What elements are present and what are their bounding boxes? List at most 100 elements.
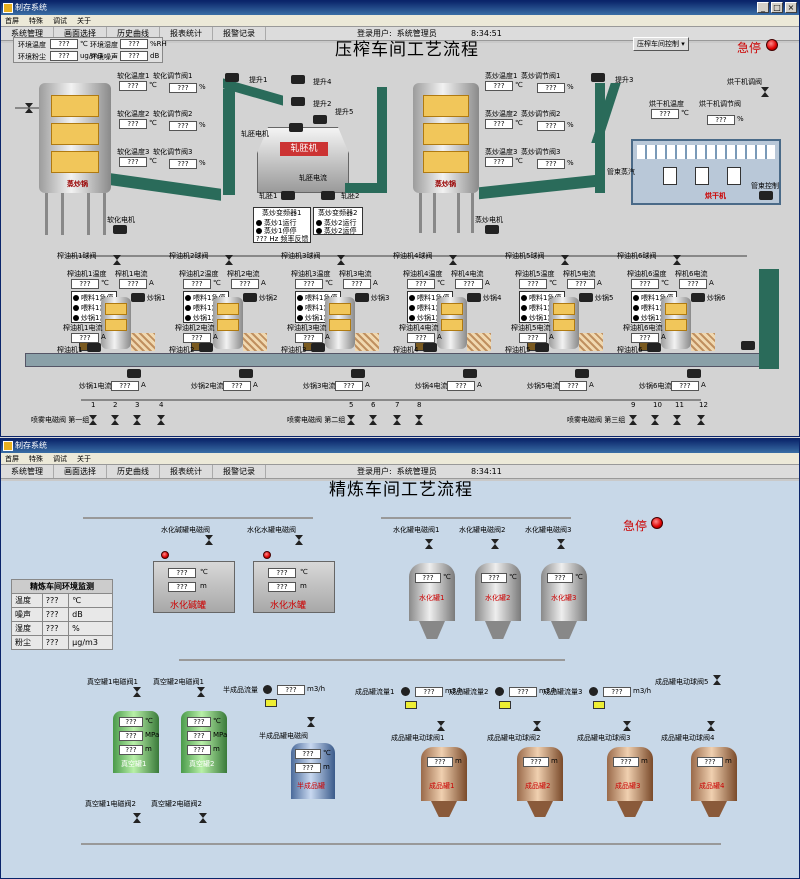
alkali-tank-label: 水化碱罐	[170, 601, 207, 611]
press-3-motor-icon[interactable]	[311, 343, 325, 352]
spray-valve-1-icon[interactable]	[89, 415, 98, 425]
alkali-valve-icon[interactable]	[205, 535, 214, 545]
nav-alarm[interactable]: 报警记录	[213, 27, 266, 40]
estop-button[interactable]	[651, 517, 663, 529]
press-4-motor-icon[interactable]	[423, 343, 437, 352]
press-2-pan-motor-icon[interactable]	[239, 369, 253, 378]
menu-item[interactable]: 调试	[53, 455, 67, 463]
vac-valve-top-2-icon[interactable]	[197, 687, 206, 697]
vac-valve-top-1-icon[interactable]	[133, 687, 142, 697]
soft-motor-icon[interactable]	[113, 225, 127, 234]
press-6-kettle-motor-icon[interactable]	[691, 293, 705, 302]
press-3-kettle-motor-icon[interactable]	[355, 293, 369, 302]
nav-alarm[interactable]: 报警记录	[213, 465, 266, 478]
nav-system[interactable]: 系统管理	[1, 27, 54, 40]
spray-group-2-text: 喷雾电磁阀 第二组	[287, 416, 346, 424]
nav-screen[interactable]: 画面选择	[54, 465, 107, 478]
press-2-ball-valve-icon[interactable]	[225, 255, 234, 265]
nav-system[interactable]: 系统管理	[1, 465, 54, 478]
spray-valve-3-icon[interactable]	[133, 415, 142, 425]
hyd-valve-1-icon[interactable]	[425, 539, 434, 549]
menu-item[interactable]: 特殊	[29, 17, 43, 25]
hyd-valve-2-icon[interactable]	[491, 539, 500, 549]
press-4-pan-motor-icon[interactable]	[463, 369, 477, 378]
nav-history[interactable]: 历史曲线	[107, 465, 160, 478]
press-1-pan-motor-icon[interactable]	[127, 369, 141, 378]
nav-history[interactable]: 历史曲线	[107, 27, 160, 40]
prod-valve-top-icon[interactable]	[713, 675, 722, 685]
prod-pump-2-icon[interactable]	[499, 701, 511, 709]
prod-valve-4-icon[interactable]	[707, 721, 716, 731]
lift-2-motor-icon[interactable]	[291, 97, 305, 106]
vac-valve-bot-1-icon[interactable]	[133, 813, 142, 823]
press-1-temp-label: 榨油机1温度	[67, 270, 107, 278]
menu-item[interactable]: 关于	[77, 455, 91, 463]
press-5-pan-motor-icon[interactable]	[575, 369, 589, 378]
prod-pump-3-icon[interactable]	[593, 701, 605, 709]
steam-valve-1-value: ???	[537, 83, 565, 93]
menu-item[interactable]: 首屏	[5, 455, 19, 463]
spray-valve-5-icon[interactable]	[347, 415, 356, 425]
maximize-button[interactable]: □	[771, 2, 783, 13]
water-valve-icon[interactable]	[295, 535, 304, 545]
prod-valve-2-icon[interactable]	[533, 721, 542, 731]
menu-item[interactable]: 关于	[77, 17, 91, 25]
press-1-kettle-motor-icon[interactable]	[131, 293, 145, 302]
press-control-button[interactable]: 压榨车间控制 ▾	[633, 37, 689, 51]
semi-pump-icon[interactable]	[265, 699, 277, 707]
lift-4-motor-icon[interactable]	[291, 75, 305, 84]
nav-report[interactable]: 报表统计	[160, 465, 213, 478]
spray-valve-9-icon[interactable]	[629, 415, 638, 425]
menu-item[interactable]: 首屏	[5, 17, 19, 25]
menu-item[interactable]: 特殊	[29, 455, 43, 463]
spray-valve-8-icon[interactable]	[415, 415, 424, 425]
roller-2-motor-icon[interactable]	[321, 191, 335, 200]
roller-1-motor-icon[interactable]	[281, 191, 295, 200]
prod-valve-1-icon[interactable]	[437, 721, 446, 731]
press-6-motor-icon[interactable]	[647, 343, 661, 352]
press-3-pan-motor-icon[interactable]	[351, 369, 365, 378]
roller-motor-icon[interactable]	[289, 123, 303, 132]
spray-valve-7-icon[interactable]	[393, 415, 402, 425]
inlet-valve-icon[interactable]	[25, 103, 34, 113]
unit: ℃	[549, 279, 557, 287]
press-6-pan-motor-icon[interactable]	[687, 369, 701, 378]
dryer-vent-motor-icon[interactable]	[759, 191, 773, 200]
menu-item[interactable]: 调试	[53, 17, 67, 25]
dryer-valve-icon[interactable]	[761, 87, 770, 97]
close-button[interactable]: ×	[785, 2, 797, 13]
spray-valve-6-icon[interactable]	[369, 415, 378, 425]
lift-1-motor-icon[interactable]	[225, 73, 239, 82]
steam-motor-icon[interactable]	[485, 225, 499, 234]
hyd-valve-3-icon[interactable]	[557, 539, 566, 549]
minimize-button[interactable]: _	[757, 2, 769, 13]
spray-valve-4-icon[interactable]	[157, 415, 166, 425]
estop-button[interactable]	[766, 39, 778, 51]
prod-pump-1-icon[interactable]	[405, 701, 417, 709]
spray-valve-10-icon[interactable]	[651, 415, 660, 425]
spray-valve-11-icon[interactable]	[673, 415, 682, 425]
nav-screen[interactable]: 画面选择	[54, 27, 107, 40]
conveyor-motor-icon[interactable]	[741, 341, 755, 350]
press-1-ball-valve-icon[interactable]	[113, 255, 122, 265]
press-5-kettle-motor-icon[interactable]	[579, 293, 593, 302]
press-1-motor-icon[interactable]	[87, 343, 101, 352]
prod-valve-3-icon[interactable]	[623, 721, 632, 731]
press-3-ball-valve-icon[interactable]	[337, 255, 346, 265]
press-6-ball-valve-icon[interactable]	[673, 255, 682, 265]
spray-valve-12-icon[interactable]	[697, 415, 706, 425]
press-2-motor-icon[interactable]	[199, 343, 213, 352]
press-4-steam-cur-label: 炒锅4电流	[415, 382, 448, 390]
lift-3-motor-icon[interactable]	[591, 73, 605, 82]
press-2-kettle-motor-icon[interactable]	[243, 293, 257, 302]
spray-valve-2-icon[interactable]	[111, 415, 120, 425]
press-5-ball-valve-icon[interactable]	[561, 255, 570, 265]
nav-report[interactable]: 报表统计	[160, 27, 213, 40]
semi-valve-icon[interactable]	[307, 717, 316, 727]
vac-valve-bot-2-icon[interactable]	[199, 813, 208, 823]
press-5-motor-icon[interactable]	[535, 343, 549, 352]
press-4-kettle-motor-icon[interactable]	[467, 293, 481, 302]
press-4-motor-label: 炒锅4	[483, 294, 502, 302]
lift-5-motor-icon[interactable]	[313, 115, 327, 124]
press-4-ball-valve-icon[interactable]	[449, 255, 458, 265]
